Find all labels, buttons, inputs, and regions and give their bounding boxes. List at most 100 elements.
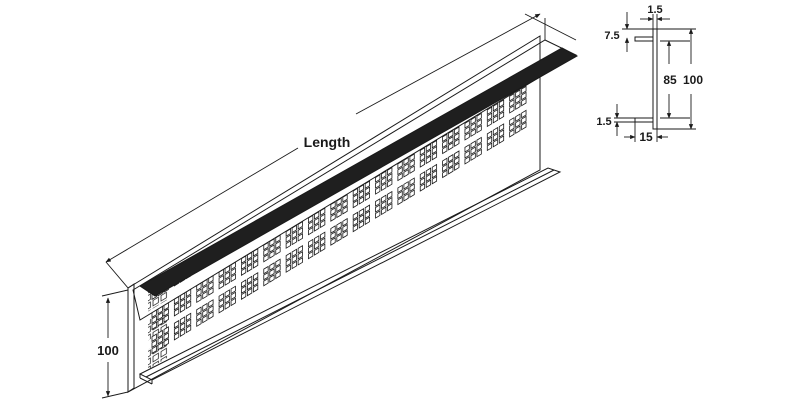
perforation-hole (381, 200, 387, 210)
perforation-hole (492, 114, 499, 124)
perforation-hole (454, 156, 460, 165)
perforation-hole (208, 299, 214, 308)
perforation-hole (157, 305, 163, 315)
perforation-hole (151, 345, 157, 355)
perforation-hole (364, 186, 370, 196)
perforation-hole (358, 208, 364, 217)
perforation-hole (470, 116, 476, 126)
perforation-hole (352, 217, 358, 227)
perforation-hole (476, 136, 482, 146)
perforation-hole (403, 156, 409, 166)
perforation-hole (230, 261, 236, 271)
perforation-hole (179, 322, 186, 331)
perforation-hole (352, 199, 358, 209)
perforation-hole (308, 238, 314, 248)
perforation-hole (403, 180, 409, 190)
perforation-hole (387, 202, 393, 212)
perforation-hole (308, 250, 314, 260)
perforation-hole (196, 318, 202, 328)
perforation-hole (275, 234, 281, 244)
perforation-hole (375, 210, 381, 219)
perforation-hole (247, 287, 253, 297)
perforation-hole (419, 147, 426, 156)
bottom-ledge (138, 167, 562, 381)
perforation-hole (470, 152, 476, 162)
perforation-hole (224, 271, 230, 280)
perforation-hole (263, 253, 269, 263)
perforation-hole (285, 252, 291, 261)
perforation-hole (314, 217, 320, 226)
perforation-hole (509, 104, 515, 114)
perforation-hole (173, 307, 180, 317)
perforation-hole (403, 192, 409, 202)
perforation-hole (342, 223, 348, 233)
perforation-hole (297, 250, 303, 260)
perforation-hole (163, 308, 169, 317)
perforation-hole (196, 294, 202, 304)
perforation-hole (387, 196, 393, 206)
perforation-hole (320, 213, 326, 223)
perforation-hole (336, 197, 342, 207)
perforation-hole (253, 260, 259, 269)
perforation-hole (291, 224, 297, 234)
perforation-hole (498, 105, 505, 114)
perforation-hole (448, 135, 454, 145)
perforation-hole (208, 311, 214, 320)
perforation-hole (492, 108, 499, 118)
perforation-hole (492, 102, 499, 112)
perforation-hole (275, 264, 281, 274)
perforation-hole (464, 150, 470, 159)
perforation-hole (454, 162, 460, 171)
perforation-hole (448, 129, 454, 139)
perforation-hole (498, 123, 505, 132)
perforation-hole (476, 148, 482, 158)
perforation-hole (247, 263, 253, 273)
profile-bottom-lip (634, 117, 654, 123)
perforation-hole (381, 170, 387, 180)
perforation-hole (509, 128, 515, 138)
perforation-hole (352, 193, 358, 203)
perforation-hole (202, 290, 208, 300)
perforation-hole (387, 178, 393, 188)
perforation-hole (230, 273, 236, 283)
perforation-hole (381, 176, 387, 186)
perforation-hole (464, 144, 470, 153)
perforation-hole (464, 126, 470, 135)
top-lip-label: 7.5 (604, 30, 619, 42)
perforation-hole (381, 194, 387, 204)
perforation-hole (173, 325, 180, 335)
perforation-hole (163, 338, 169, 347)
perforation-hole (314, 247, 320, 256)
perforation-hole (285, 234, 291, 243)
perforation-hole (157, 335, 163, 345)
perforation-hole (464, 120, 470, 129)
perforation-hole (208, 281, 214, 290)
perforation-hole (498, 135, 505, 144)
perforation-hole (241, 279, 247, 288)
perforation-hole (185, 294, 192, 304)
perforation-hole (269, 244, 275, 253)
perforation-hole (163, 332, 169, 341)
perforation-hole (342, 193, 348, 203)
perforation-hole (419, 171, 426, 180)
profile-section: 1.5 7.5 85 100 1.5 15 (596, 4, 703, 144)
perforation-hole (253, 254, 259, 263)
perforation-hole (218, 280, 224, 290)
perforation-hole (202, 278, 208, 288)
perforation-hole (308, 220, 314, 230)
perforation-hole (208, 275, 214, 284)
perforation-hole (375, 204, 381, 213)
profile-top-lip (634, 36, 654, 42)
perforation-hole (521, 115, 527, 125)
perforation-hole (425, 143, 432, 153)
perforation-hole (397, 184, 403, 194)
perforation-hole (253, 284, 259, 293)
perforation-hole (224, 301, 230, 310)
perforation-hole (151, 309, 157, 319)
perforation-hole (173, 331, 180, 341)
perforation-hole (515, 95, 521, 104)
perforation-hole (375, 180, 381, 189)
perforation-hole (454, 132, 460, 141)
perforation-hole (308, 244, 314, 254)
perforation-hole (285, 258, 291, 267)
